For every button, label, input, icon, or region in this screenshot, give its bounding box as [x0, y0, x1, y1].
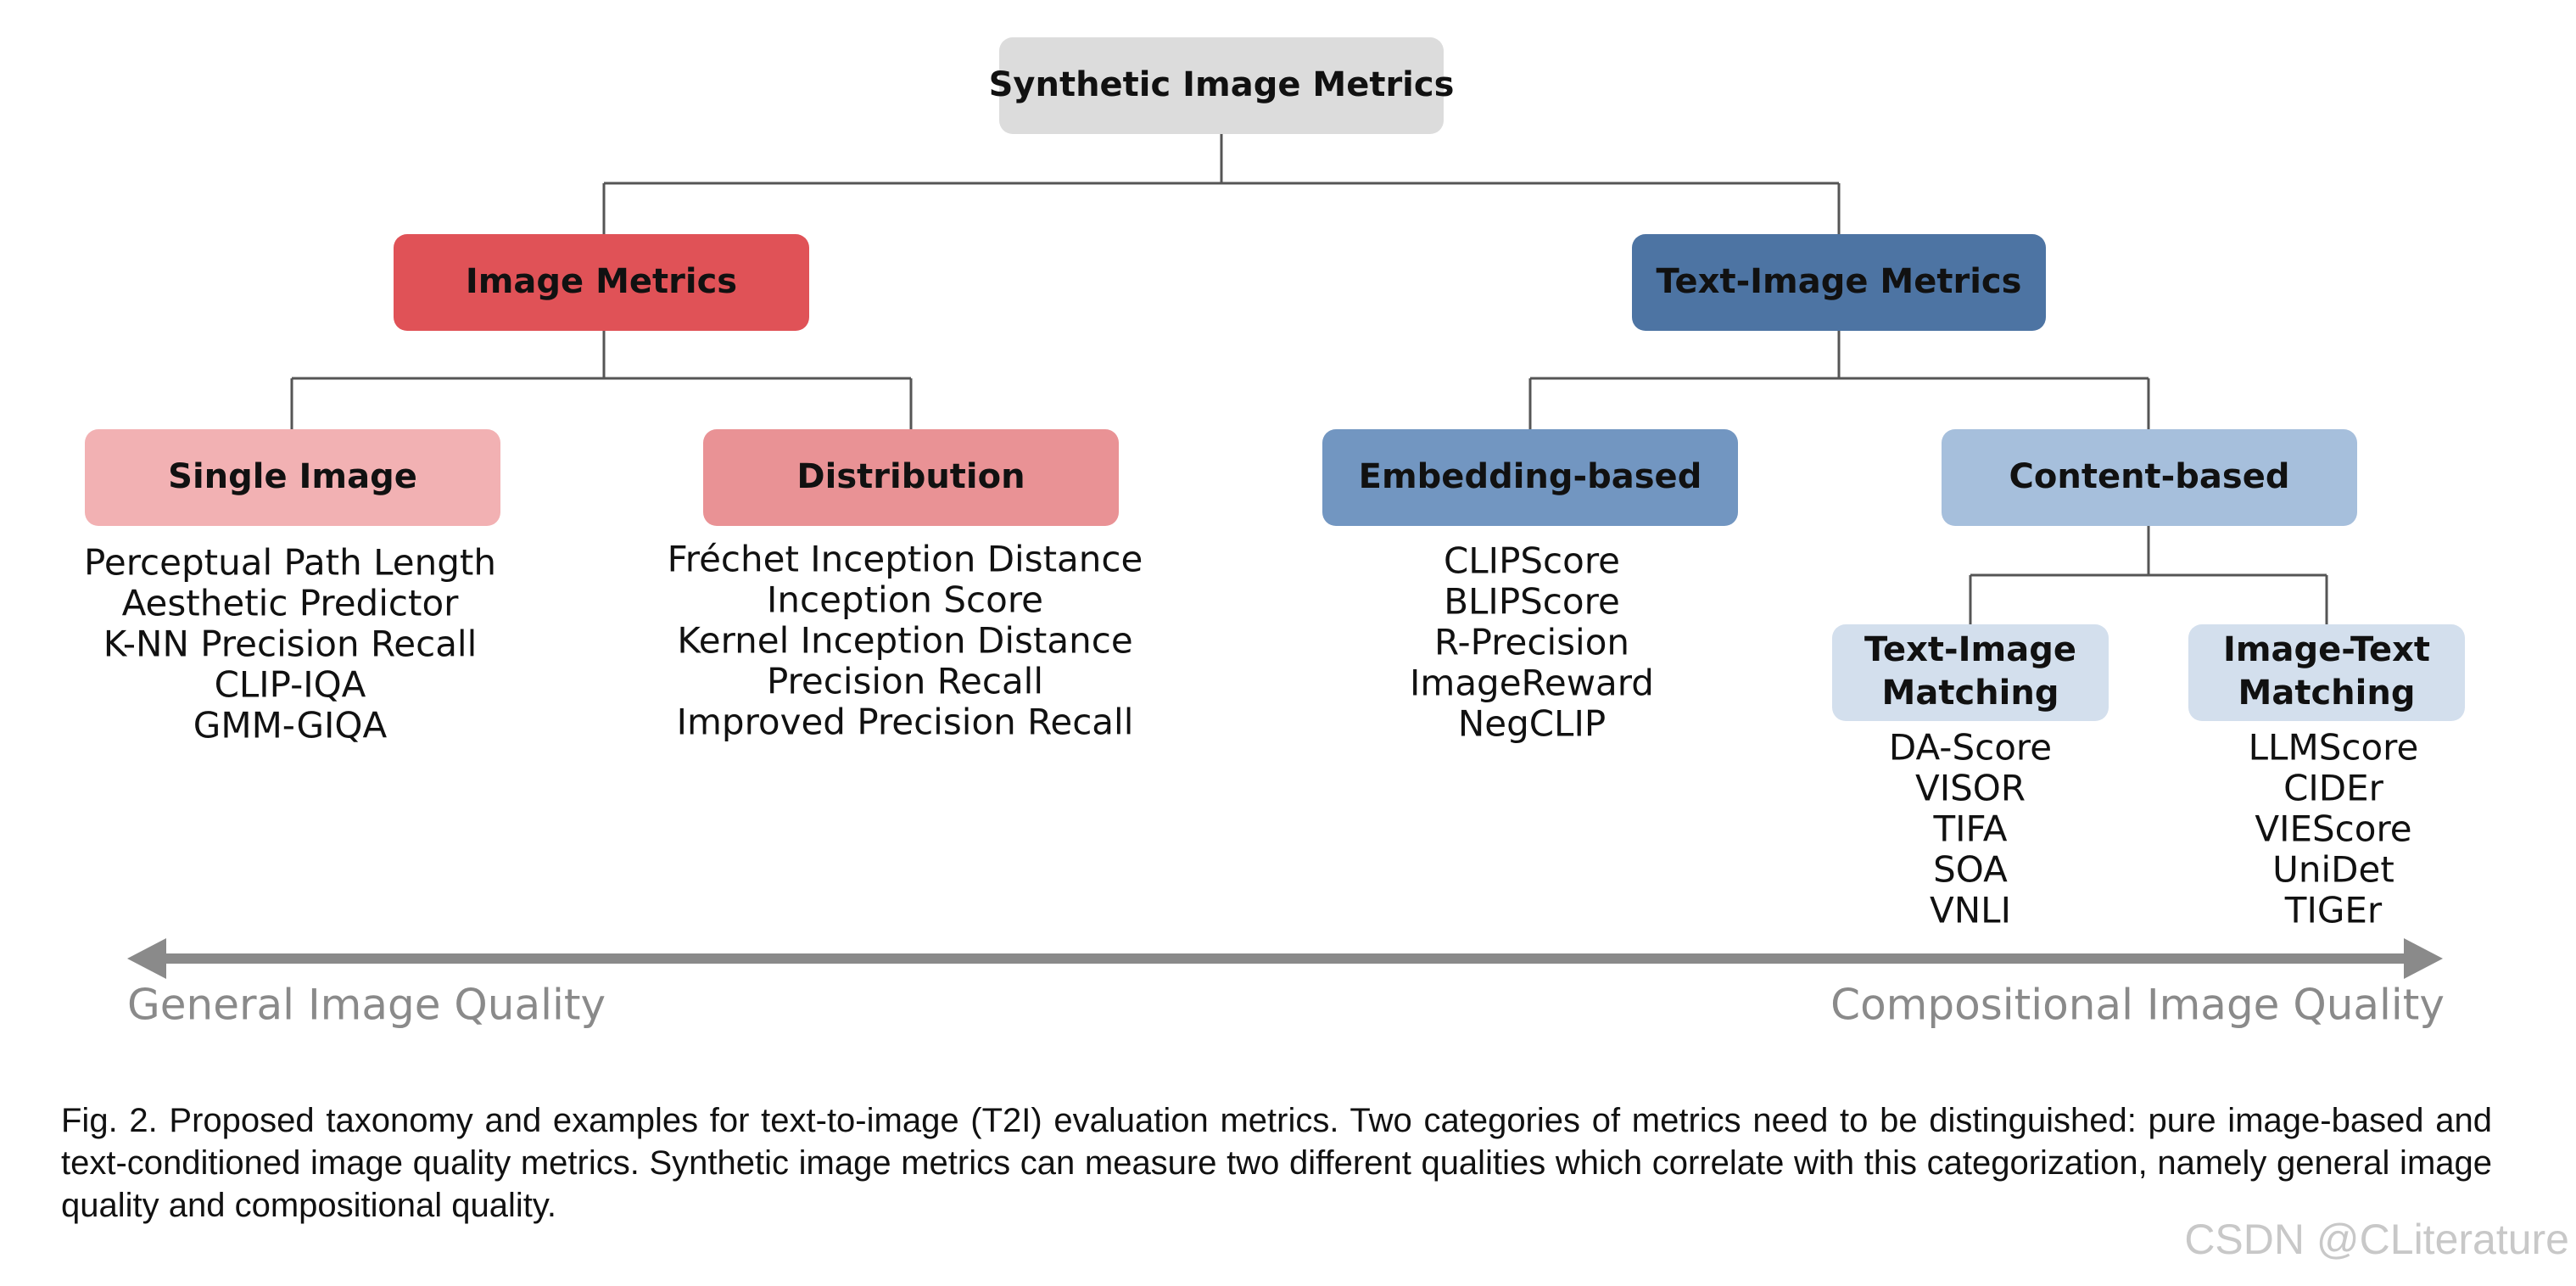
metric-item: Precision Recall: [767, 661, 1043, 702]
distribution-box: [703, 429, 1119, 526]
axis-arrow-left-icon: [127, 938, 166, 979]
metric-item: ImageReward: [1410, 663, 1654, 704]
connector-text-image-metrics: [1528, 331, 2150, 429]
image-metrics-label: Image Metrics: [466, 262, 737, 301]
embedding-based-box: [1322, 429, 1738, 526]
metric-item: LLMScore: [2249, 727, 2419, 769]
image-metrics-node: Image Metrics: [394, 234, 809, 331]
axis-left-label: General Image Quality: [127, 981, 606, 1030]
metric-item: Inception Score: [767, 579, 1043, 621]
text-image-metrics-box: [1632, 234, 2046, 331]
metric-item: CIDEr: [2283, 768, 2384, 809]
distribution-metrics-list: Fréchet Inception Distance Inception Sco…: [668, 539, 1143, 743]
content-based-box: [1942, 429, 2357, 526]
metric-item: R-Precision: [1434, 622, 1629, 663]
text-image-matching-node: Text-Image Matching: [1832, 624, 2109, 721]
root-node: Synthetic Image Metrics: [989, 37, 1455, 134]
single-image-box: [85, 429, 500, 526]
metric-item: Aesthetic Predictor: [122, 583, 460, 624]
text-image-metrics-label: Text-Image Metrics: [1657, 262, 2022, 301]
connector-lines: [290, 134, 2328, 624]
content-based-node: Content-based: [1942, 429, 2357, 526]
metric-item: Perceptual Path Length: [84, 542, 496, 584]
content-based-label: Content-based: [2009, 457, 2290, 496]
root-box: [999, 37, 1444, 134]
image-text-matching-metrics-list: LLMScore CIDEr VIEScore UniDet TIGEr: [2249, 727, 2419, 931]
text-image-metrics-node: Text-Image Metrics: [1632, 234, 2046, 331]
metric-item: VNLI: [1930, 890, 2011, 931]
metric-item: VIEScore: [2255, 808, 2411, 850]
axis-arrow-right-icon: [2404, 938, 2443, 979]
figure-caption: Fig. 2. Proposed taxonomy and examples f…: [61, 1102, 2492, 1224]
image-text-matching-node: Image-Text Matching: [2188, 624, 2465, 721]
image-metrics-box: [394, 234, 809, 331]
connector-root: [602, 134, 1841, 234]
single-image-label: Single Image: [168, 457, 417, 496]
metric-item: SOA: [1933, 849, 2008, 891]
metric-item: DA-Score: [1889, 727, 2052, 769]
image-text-matching-label-line1: Image-Text: [2223, 630, 2430, 669]
image-text-matching-box: [2188, 624, 2465, 721]
connector-image-metrics: [290, 331, 913, 429]
connector-content-based: [1969, 526, 2328, 624]
metric-item: Fréchet Inception Distance: [668, 539, 1143, 580]
metric-item: UniDet: [2272, 849, 2394, 891]
embedding-based-metrics-list: CLIPScore BLIPScore R-Precision ImageRew…: [1410, 540, 1654, 745]
single-image-metrics-list: Perceptual Path Length Aesthetic Predict…: [84, 542, 496, 746]
metric-item: CLIPScore: [1444, 540, 1620, 582]
metric-item: Improved Precision Recall: [677, 702, 1134, 743]
metric-item: TIFA: [1932, 808, 2007, 850]
watermark: CSDN @CLiterature: [2184, 1216, 2569, 1263]
metric-item: VISOR: [1915, 768, 2026, 809]
metric-item: Kernel Inception Distance: [677, 620, 1132, 662]
metric-item: BLIPScore: [1444, 581, 1620, 623]
distribution-label: Distribution: [796, 457, 1025, 496]
distribution-node: Distribution: [703, 429, 1119, 526]
metric-item: GMM-GIQA: [193, 705, 388, 746]
text-image-matching-metrics-list: DA-Score VISOR TIFA SOA VNLI: [1889, 727, 2052, 931]
single-image-node: Single Image: [85, 429, 500, 526]
embedding-based-label: Embedding-based: [1359, 457, 1702, 496]
embedding-based-node: Embedding-based: [1322, 429, 1738, 526]
metric-item: CLIP-IQA: [215, 664, 366, 706]
quality-axis: General Image Quality Compositional Imag…: [127, 938, 2445, 1030]
image-text-matching-label-line2: Matching: [2238, 674, 2416, 713]
metric-item: NegCLIP: [1458, 703, 1606, 745]
root-label: Synthetic Image Metrics: [989, 65, 1455, 104]
text-image-matching-label-line1: Text-Image: [1864, 630, 2076, 669]
metric-item: TIGEr: [2284, 890, 2383, 931]
text-image-matching-box: [1832, 624, 2109, 721]
text-image-matching-label-line2: Matching: [1882, 674, 2059, 713]
metric-item: K-NN Precision Recall: [103, 623, 478, 665]
axis-right-label: Compositional Image Quality: [1830, 981, 2445, 1030]
